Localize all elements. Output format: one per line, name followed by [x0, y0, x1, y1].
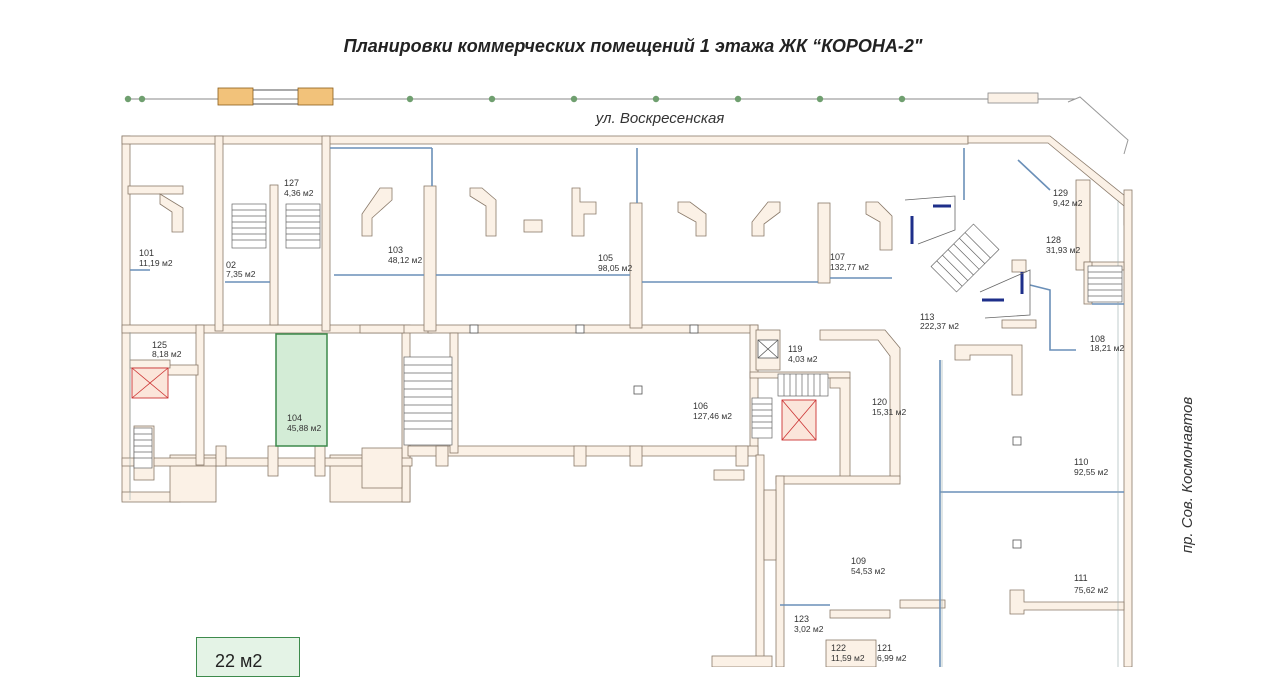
room-120-number: 120	[872, 397, 887, 407]
room-125-area: 8,18 м2	[152, 349, 182, 359]
column-markers	[469, 324, 1022, 549]
room-105-number: 105	[598, 253, 613, 263]
facade-line	[124, 87, 1129, 155]
room-02-area: 7,35 м2	[226, 269, 256, 279]
room-111-number: 111	[1074, 573, 1088, 583]
street-label-right: пр. Сов. Космонавтов	[1179, 397, 1196, 554]
room-123-area: 3,02 м2	[794, 624, 824, 634]
partitions	[129, 147, 1124, 667]
room-123-number: 123	[794, 614, 809, 624]
room-106-area: 127,46 м2	[693, 411, 732, 421]
room-129-area: 9,42 м2	[1053, 198, 1083, 208]
room-107-area: 132,77 м2	[830, 262, 869, 272]
room-103-number: 103	[388, 245, 403, 255]
room-113-number: 113	[920, 312, 934, 322]
room-119-area: 4,03 м2	[788, 354, 818, 364]
room-119-number: 119	[788, 344, 802, 354]
room-109-number: 109	[851, 556, 866, 566]
selected-area-value: 22 м2	[215, 651, 263, 671]
room-106-number: 106	[693, 401, 708, 411]
lift-shafts	[131, 339, 817, 441]
room-108-number: 108	[1090, 334, 1105, 344]
premise-104-highlight[interactable]	[275, 333, 328, 447]
selected-area-legend: 22 м2	[196, 637, 300, 677]
room-120-area: 15,31 м2	[872, 407, 906, 417]
street-label-top: ул. Воскресенская	[595, 110, 725, 127]
room-128-area: 31,93 м2	[1046, 245, 1080, 255]
room-127-number: 127	[284, 178, 299, 188]
room-122-area: 11,59 м2	[831, 653, 865, 663]
room-110-number: 110	[1074, 457, 1088, 467]
room-02-number: 02	[226, 260, 236, 270]
room-110-area: 92,55 м2	[1074, 467, 1108, 477]
room-104-area: 45,88 м2	[287, 423, 321, 433]
room-104-number: 104	[287, 413, 302, 423]
room-113-area: 222,37 м2	[920, 321, 959, 331]
room-101-number: 101	[139, 248, 154, 258]
plan-title: Планировки коммерческих помещений 1 этаж…	[344, 36, 923, 56]
room-109-area: 54,53 м2	[851, 566, 885, 576]
stairs	[133, 203, 1123, 469]
room-127-area: 4,36 м2	[284, 188, 314, 198]
room-121-number: 121	[877, 643, 892, 653]
room-108-area: 18,21 м2	[1090, 343, 1124, 353]
room-105-area: 98,05 м2	[598, 263, 632, 273]
room-122-number: 122	[831, 643, 846, 653]
room-128-number: 128	[1046, 235, 1061, 245]
room-121-area: 6,99 м2	[877, 653, 907, 663]
inner-walls	[121, 135, 1125, 667]
escalators	[904, 195, 1031, 319]
room-labels: 101 11,19 м2 02 7,35 м2 127 4,36 м2 103 …	[139, 178, 1124, 663]
room-101-area: 11,19 м2	[139, 258, 173, 268]
room-107-number: 107	[830, 252, 845, 262]
room-111-area: 75,62 м2	[1074, 585, 1108, 595]
room-103-area: 48,12 м2	[388, 255, 422, 265]
room-125-number: 125	[152, 340, 167, 350]
room-129-number: 129	[1053, 188, 1068, 198]
